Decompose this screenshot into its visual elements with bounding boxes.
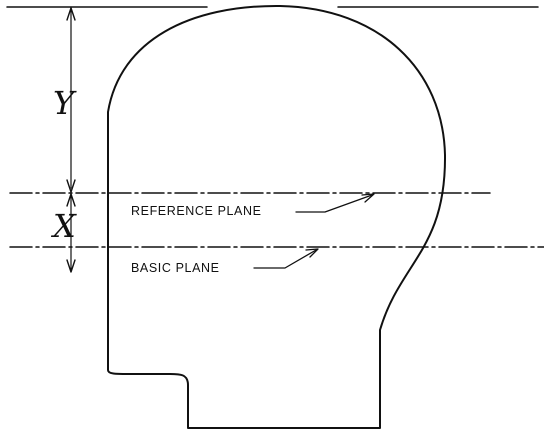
reference-plane-label: REFERENCE PLANE (131, 204, 262, 218)
basic-leader-line (253, 249, 317, 269)
arrow-top (66, 7, 76, 21)
head-profile-outline (107, 4, 447, 429)
reference-leader-arrow (361, 193, 375, 203)
arrow-ref-lower (66, 193, 76, 207)
dimension-line-group (66, 6, 76, 273)
dimension-y-label: Y (53, 84, 77, 122)
basic-leader-arrow (305, 248, 319, 258)
basic-plane-label: BASIC PLANE (131, 261, 220, 275)
reference-leader (295, 193, 375, 213)
reference-leader-line (295, 194, 373, 213)
dimension-x-label: X (50, 207, 77, 245)
arrow-ref-upper (66, 179, 76, 193)
basic-leader (253, 248, 319, 269)
arrow-basic (66, 259, 76, 273)
